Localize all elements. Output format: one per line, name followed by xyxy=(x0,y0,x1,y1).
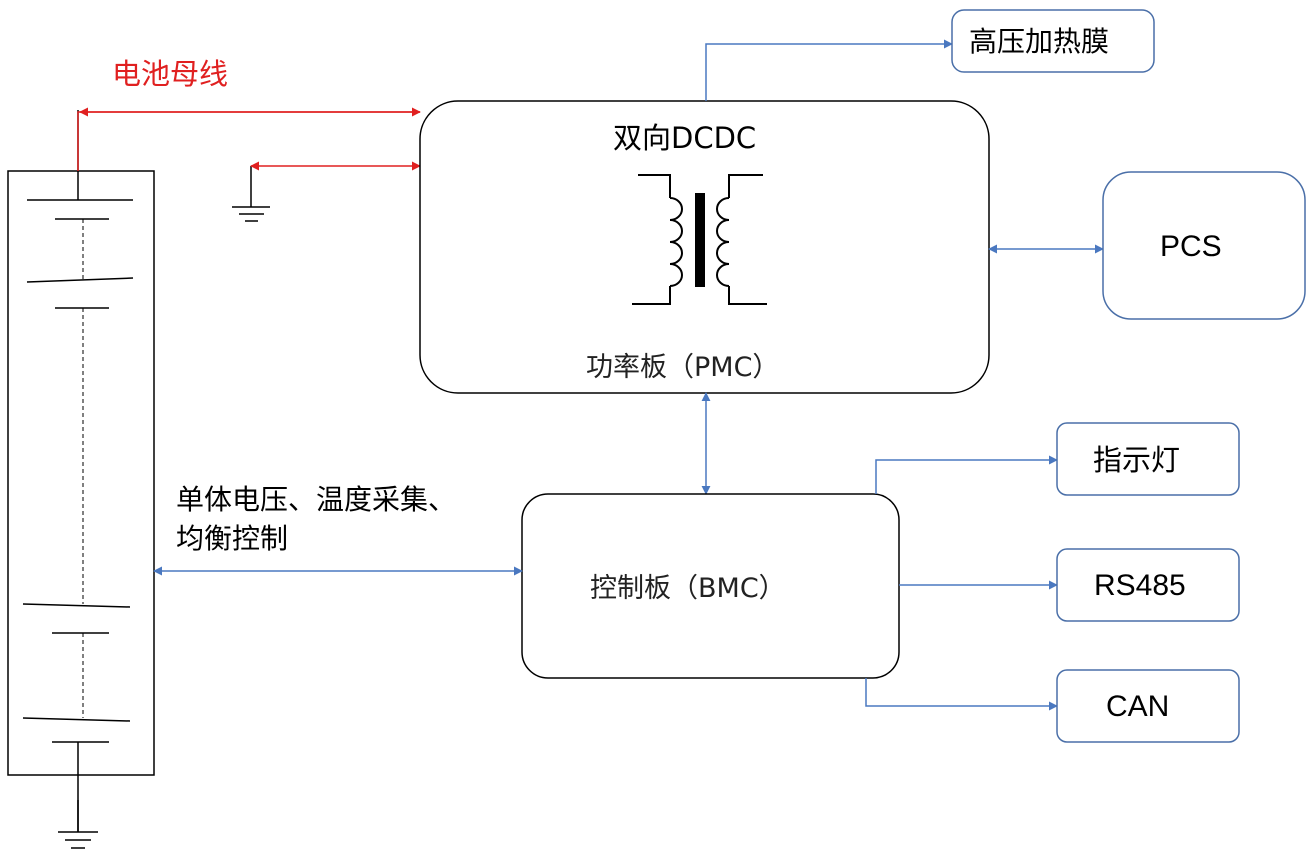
heater-link xyxy=(705,39,953,101)
pcs-box xyxy=(1102,171,1306,320)
bmc-label: 控制板（BMC） xyxy=(590,573,786,604)
battery-pack xyxy=(7,110,155,832)
can-box xyxy=(1056,669,1240,743)
pcs-label: PCS xyxy=(1160,230,1222,263)
indicator-label: 指示灯 xyxy=(1093,443,1181,477)
indicator-box xyxy=(1056,422,1240,496)
can-label: CAN xyxy=(1106,690,1170,723)
bmc-box xyxy=(521,493,900,679)
indicator-link xyxy=(875,455,1058,494)
dcdc-title: 双向DCDC xyxy=(613,121,757,155)
sampling-label-line1: 单体电压、温度采集、 xyxy=(176,483,457,516)
ground-icon xyxy=(232,166,270,222)
battery-bus-link xyxy=(77,107,421,171)
can-link xyxy=(865,678,1058,711)
rs485-box xyxy=(1056,548,1240,622)
ground-icon xyxy=(58,800,98,849)
battery-bus-label: 电池母线 xyxy=(112,57,229,91)
sampling-label-line2: 均衡控制 xyxy=(176,522,289,555)
rs485-label: RS485 xyxy=(1094,569,1186,602)
heater-label: 高压加热膜 xyxy=(969,25,1110,58)
pmc-label: 功率板（PMC） xyxy=(586,352,780,383)
transformer-icon xyxy=(632,174,767,305)
heater-box xyxy=(951,9,1155,73)
